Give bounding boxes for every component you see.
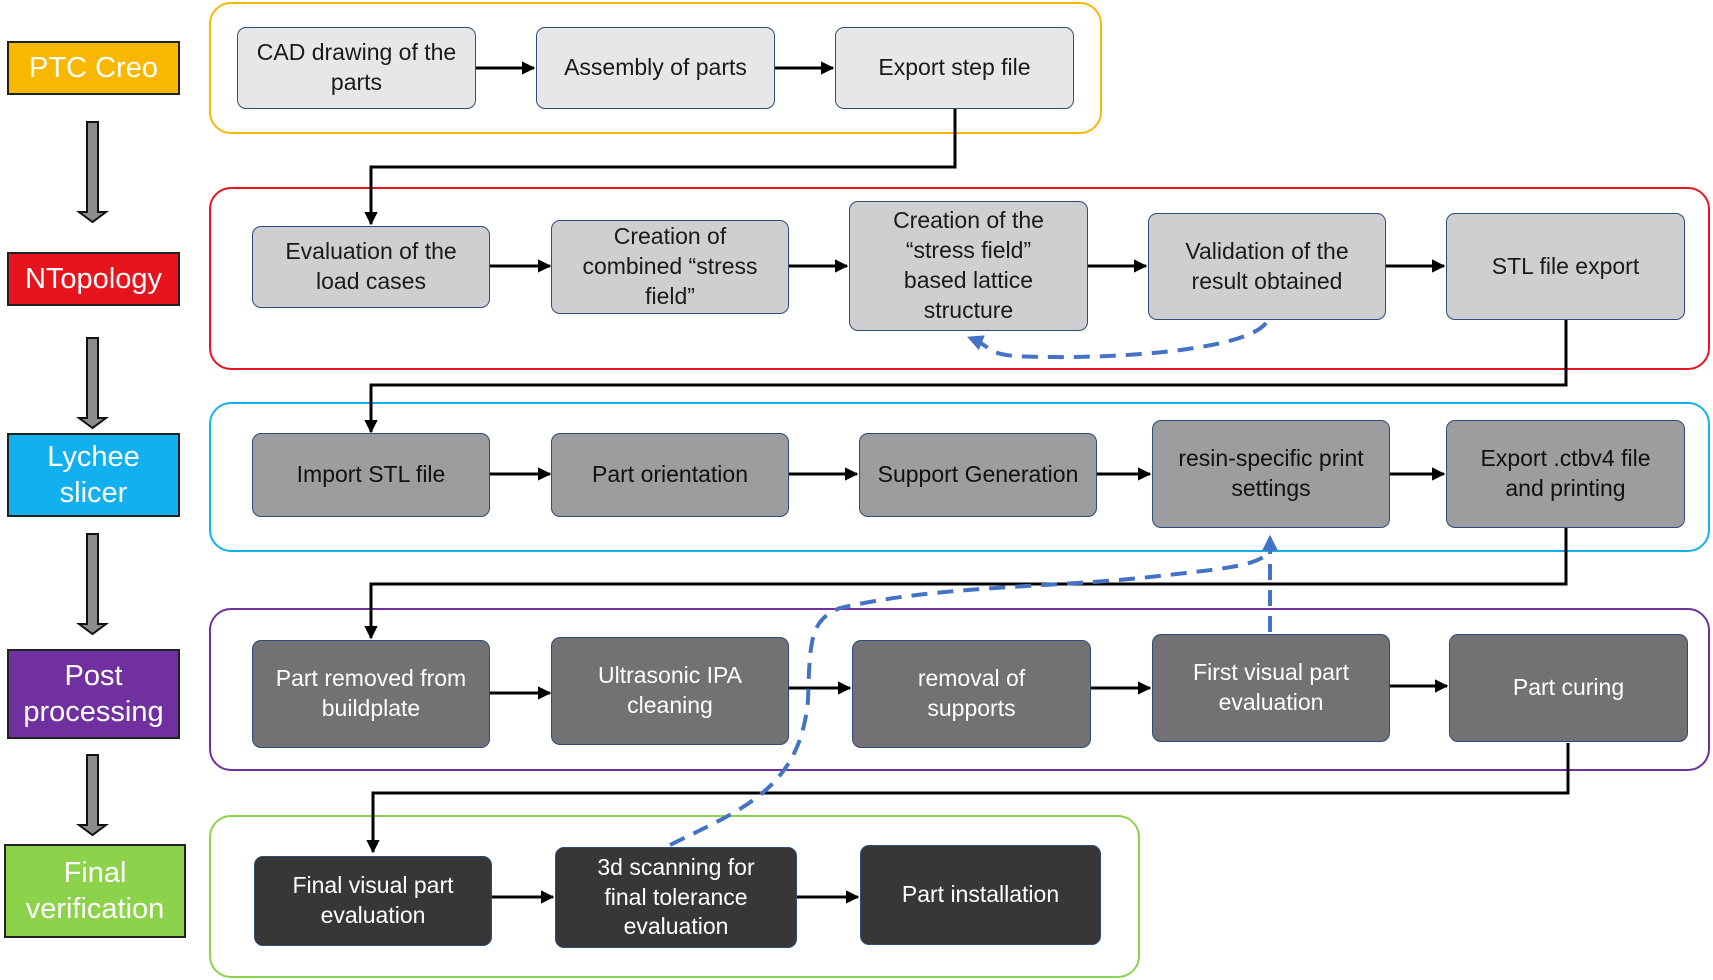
final-visual-evaluation-box: Final visual part evaluation bbox=[254, 856, 492, 946]
stage-ptc-creo: PTC Creo bbox=[7, 41, 180, 95]
ultrasonic-cleaning-box: Ultrasonic IPA cleaning bbox=[551, 637, 789, 745]
resin-settings-box: resin-specific print settings bbox=[1152, 420, 1390, 528]
stage-final-verification: Final verification bbox=[4, 844, 186, 938]
part-installation-box: Part installation bbox=[860, 845, 1101, 945]
export-step-file-box: Export step file bbox=[835, 27, 1074, 109]
support-generation-box: Support Generation bbox=[859, 433, 1097, 517]
load-cases-box: Evaluation of the load cases bbox=[252, 226, 490, 308]
part-curing-box: Part curing bbox=[1449, 634, 1688, 742]
stage-lychee-slicer: Lychee slicer bbox=[7, 433, 180, 517]
removal-of-supports-box: removal of supports bbox=[852, 640, 1091, 748]
cad-drawing-box: CAD drawing of the parts bbox=[237, 27, 476, 109]
first-visual-evaluation-box: First visual part evaluation bbox=[1152, 634, 1390, 742]
validation-box: Validation of the result obtained bbox=[1148, 213, 1386, 320]
stress-field-box: Creation of combined “stress field” bbox=[551, 220, 789, 314]
part-orientation-box: Part orientation bbox=[551, 433, 789, 517]
export-ctbv4-box: Export .ctbv4 file and printing bbox=[1446, 420, 1685, 528]
stage-ntopology: NTopology bbox=[7, 252, 180, 306]
scanning-box: 3d scanning for final tolerance evaluati… bbox=[555, 847, 797, 948]
import-stl-box: Import STL file bbox=[252, 433, 490, 517]
assembly-of-parts-box: Assembly of parts bbox=[536, 27, 775, 109]
stage-post-processing: Post processing bbox=[7, 649, 180, 739]
stl-file-export-box: STL file export bbox=[1446, 213, 1685, 320]
part-removed-box: Part removed from buildplate bbox=[252, 640, 490, 748]
lattice-structure-box: Creation of the “stress field” based lat… bbox=[849, 201, 1088, 331]
